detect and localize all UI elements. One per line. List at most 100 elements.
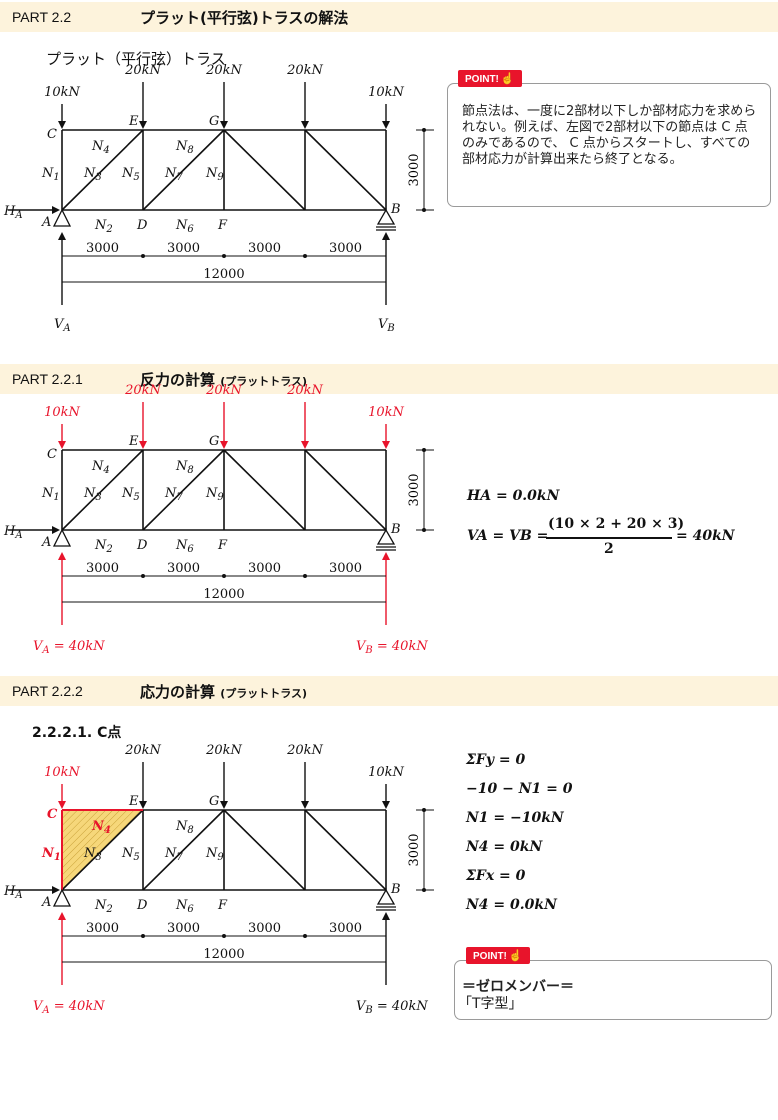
va-arrowhead [58, 232, 66, 240]
ha-arrowhead [52, 526, 60, 534]
dim-dot [422, 808, 426, 812]
dim-dot [303, 574, 307, 578]
section-title-main: 応力の計算 [140, 683, 216, 701]
load-arrowhead [220, 441, 228, 449]
section-title-sub: (プラットトラス) [220, 375, 308, 388]
member-n7: N7 [164, 846, 183, 863]
vb-arrowhead [382, 232, 390, 240]
va-arrowhead [58, 552, 66, 560]
roller-support [376, 528, 396, 545]
load-label: 20kN [124, 743, 161, 758]
member-n5: N5 [121, 486, 140, 503]
member-n9: N9 [205, 166, 224, 183]
vb-label: VB = 40kN [356, 639, 428, 656]
eq-ha: HA = 0.0kN [467, 488, 560, 504]
diagonal-member [61, 809, 144, 891]
dim-dot [141, 254, 145, 258]
node-label-g: G [209, 114, 219, 129]
pin-support [52, 888, 72, 907]
load-arrowhead [139, 801, 147, 809]
section-title-sub: (プラットトラス) [220, 687, 308, 700]
span-label: 3000 [329, 241, 362, 256]
member-n8: N8 [175, 139, 194, 156]
height-label: 3000 [407, 833, 422, 866]
section-part: PART 2.2.2 [12, 683, 83, 699]
diagonal-member [61, 449, 144, 531]
node-label-e: E [128, 794, 139, 809]
member-n2: N2 [94, 898, 113, 915]
vb-arrowhead [382, 912, 390, 920]
load-label: 20kN [286, 743, 323, 758]
load-label: 10kN [368, 85, 404, 100]
va-arrowhead [58, 912, 66, 920]
pointing-hand-icon: ☝ [500, 73, 515, 85]
diagram-subtitle: プラット（平行弦）トラス [46, 50, 226, 68]
section-header-2-2: PART 2.2 プラット(平行弦)トラスの解法 [0, 2, 778, 32]
diagonal-member [223, 449, 306, 531]
load-label: 10kN [44, 405, 80, 420]
load-label: 10kN [44, 765, 80, 780]
total-label: 12000 [203, 947, 244, 962]
zero-member-shape: 「T字型」 [458, 996, 523, 1012]
load-arrowhead [382, 121, 390, 129]
member-n2: N2 [94, 218, 113, 235]
total-label: 12000 [203, 267, 244, 282]
pin-support [52, 208, 72, 227]
span-label: 3000 [86, 561, 119, 576]
load-label: 10kN [44, 85, 80, 100]
node-label-f: F [217, 898, 228, 913]
diagonal-member [304, 129, 387, 211]
node-label-a: A [41, 535, 51, 550]
point-box-joint-method [447, 83, 771, 207]
eq-n1: N1 = −10kN [466, 810, 564, 826]
member-n2: N2 [94, 538, 113, 555]
member-n1: N1 [41, 846, 61, 863]
member-n6: N6 [175, 538, 194, 555]
node-label-d: D [136, 538, 148, 553]
ha-label: HA [3, 204, 23, 221]
ha-arrowhead [52, 206, 60, 214]
load-arrowhead [139, 441, 147, 449]
member-n3: N3 [83, 486, 102, 503]
load-arrowhead [382, 801, 390, 809]
pin-support [52, 528, 72, 547]
dim-dot [422, 888, 426, 892]
member-n5: N5 [121, 166, 140, 183]
section-title: 反力の計算 (プラットトラス) [140, 369, 307, 390]
node-label-b: B [390, 882, 401, 897]
dim-dot [422, 208, 426, 212]
roller-support [376, 888, 396, 905]
pointing-hand-icon: ☝ [508, 950, 523, 962]
member-n8: N8 [175, 819, 194, 836]
vb-label: VB = 40kN [356, 999, 428, 1016]
load-label: 20kN [205, 63, 242, 78]
section-header-2-2-2: PART 2.2.2 応力の計算 (プラットトラス) [0, 676, 778, 706]
eq-va-rhs: = 40kN [676, 528, 735, 544]
span-label: 3000 [248, 241, 281, 256]
roller-support [376, 208, 396, 225]
node-label-b: B [390, 522, 401, 537]
ha-arrowhead [52, 886, 60, 894]
load-label: 20kN [205, 383, 242, 398]
dim-dot [141, 574, 145, 578]
node-label-g: G [209, 434, 219, 449]
fraction-bar [546, 537, 672, 539]
load-label: 20kN [205, 743, 242, 758]
member-n9: N9 [205, 846, 224, 863]
node-label-d: D [136, 218, 148, 233]
dim-dot [303, 254, 307, 258]
va-label: VA = 40kN [33, 639, 105, 656]
dim-dot [222, 934, 226, 938]
eq-fraction-num: (10 × 2 + 20 × 3) [548, 516, 685, 532]
height-label: 3000 [407, 473, 422, 506]
load-arrowhead [301, 121, 309, 129]
span-label: 3000 [329, 921, 362, 936]
load-arrowhead [58, 441, 66, 449]
load-arrowhead [301, 441, 309, 449]
member-n1: N1 [41, 166, 60, 183]
span-label: 3000 [167, 921, 200, 936]
member-n9: N9 [205, 486, 224, 503]
height-label: 3000 [407, 153, 422, 186]
node-label-c: C [47, 127, 57, 142]
